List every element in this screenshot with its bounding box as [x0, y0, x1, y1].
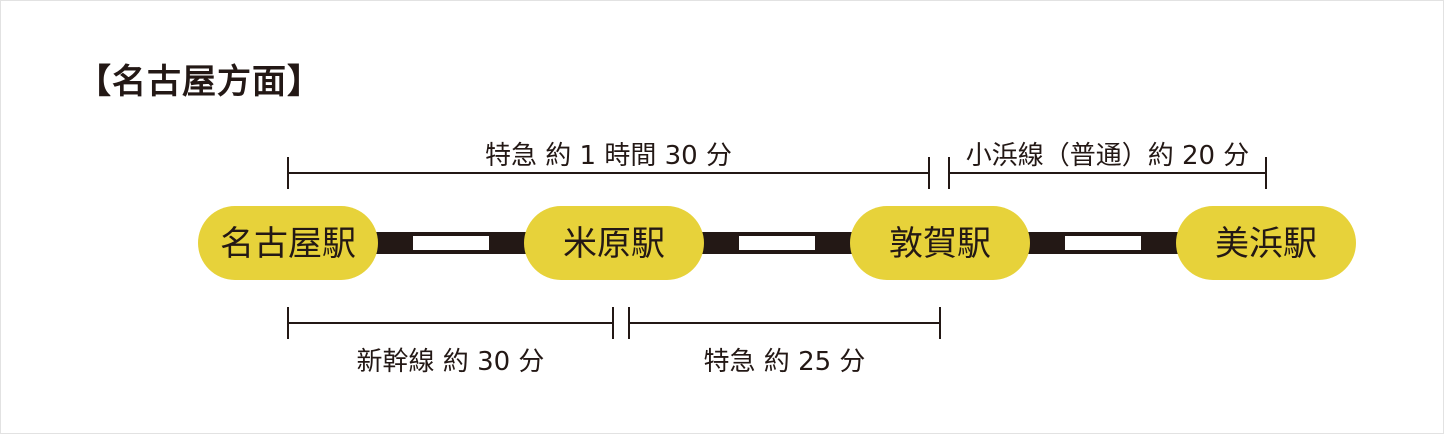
station-layer: 名古屋駅 米原駅 敦賀駅 美浜駅: [198, 206, 1356, 280]
station-name: 名古屋駅: [220, 224, 356, 264]
segment-bracket: 特急 約 1 時間 30 分: [287, 141, 930, 189]
segment-bracket: 小浜線（普通）約 20 分: [948, 141, 1267, 189]
page-title: 【名古屋方面】: [77, 62, 322, 102]
station-pill: [850, 206, 1030, 280]
track-gap: [413, 236, 489, 250]
segment-label: 特急 約 25 分: [704, 347, 866, 377]
station-pill: [1176, 206, 1356, 280]
station-name: 米原駅: [563, 224, 665, 264]
segment-label: 小浜線（普通）約 20 分: [966, 141, 1250, 171]
station-name: 敦賀駅: [889, 224, 991, 264]
station: 米原駅: [524, 206, 704, 280]
station: 敦賀駅: [850, 206, 1030, 280]
station: 名古屋駅: [198, 206, 378, 280]
track-layer: [288, 232, 1266, 254]
track-gap: [739, 236, 815, 250]
segment-bracket: 特急 約 25 分: [628, 307, 941, 377]
segment-label: 新幹線 約 30 分: [357, 347, 545, 377]
segment-bracket: 新幹線 約 30 分: [287, 307, 614, 377]
station-pill: [198, 206, 378, 280]
segment-label: 特急 約 1 時間 30 分: [485, 141, 732, 171]
station: 美浜駅: [1176, 206, 1356, 280]
track-gap: [1065, 236, 1141, 250]
station-name: 美浜駅: [1215, 224, 1317, 264]
station-pill: [524, 206, 704, 280]
